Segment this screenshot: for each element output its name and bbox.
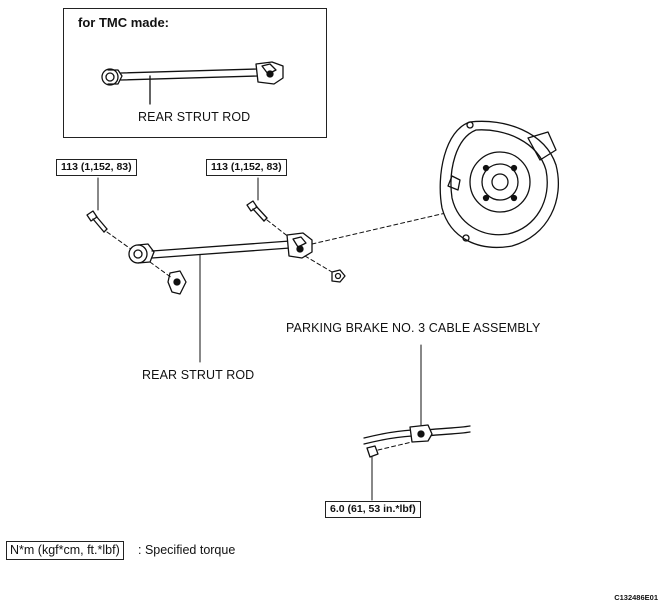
brake-hub-illustration	[439, 120, 560, 248]
torque-unit-legend-box: N*m (kgf*cm, ft.*lbf)	[6, 541, 124, 560]
parking-brake-cable-label: PARKING BRAKE NO. 3 CABLE ASSEMBLY	[286, 321, 541, 335]
parking-brake-cable-illustration	[363, 344, 471, 501]
inset-part-label: REAR STRUT ROD	[138, 110, 251, 124]
bracket-illustration	[167, 270, 187, 295]
left-bolt-torque-spec: 113 (1,152, 83)	[56, 159, 137, 176]
figure-code: C132486E01	[614, 593, 658, 602]
main-strut-rod-illustration	[128, 232, 313, 363]
nut-illustration	[331, 269, 346, 283]
torque-legend-text: : Specified torque	[138, 543, 236, 557]
rear-strut-rod-label: REAR STRUT ROD	[142, 368, 255, 382]
right-bolt-torque-spec: 113 (1,152, 83)	[206, 159, 287, 176]
inset-title: for TMC made:	[78, 15, 169, 30]
cable-bolt-torque-spec: 6.0 (61, 53 in.*lbf)	[325, 501, 421, 518]
tmc-inset-box: for TMC made:	[63, 8, 327, 138]
inset-strut-rod-illustration	[101, 61, 284, 105]
left-bolt-illustration	[86, 177, 108, 233]
right-bolt-illustration	[246, 177, 268, 222]
